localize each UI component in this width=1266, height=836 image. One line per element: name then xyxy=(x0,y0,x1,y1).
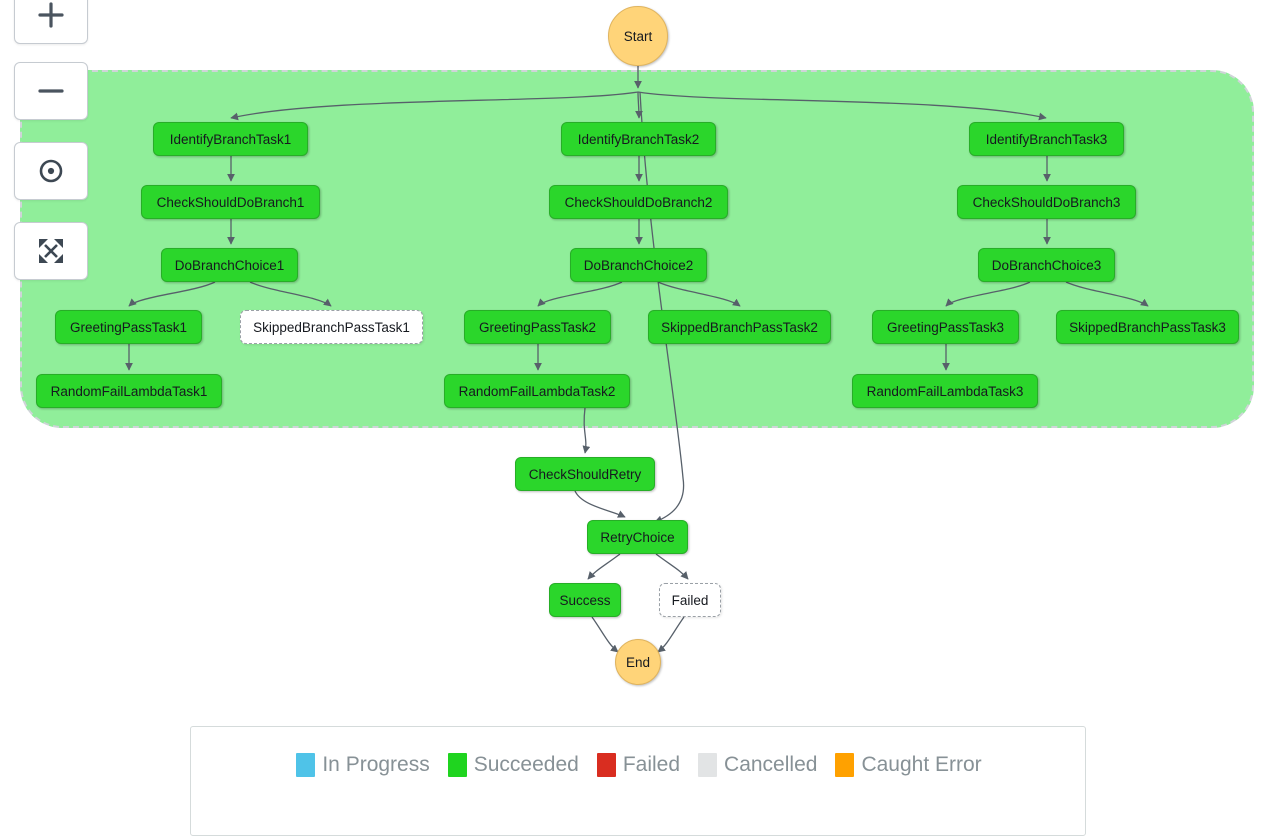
graph-node-rflt1[interactable]: RandomFailLambdaTask1 xyxy=(36,374,222,408)
graph-node-rflt2[interactable]: RandomFailLambdaTask2 xyxy=(444,374,630,408)
legend-item: In Progress xyxy=(296,753,430,777)
legend-item: Cancelled xyxy=(698,753,817,777)
legend-label: Succeeded xyxy=(473,753,579,776)
graph-node-csdb3[interactable]: CheckShouldDoBranch3 xyxy=(957,185,1136,219)
graph-node-ibt2[interactable]: IdentifyBranchTask2 xyxy=(561,122,716,156)
fit-to-screen-button[interactable] xyxy=(14,222,88,280)
legend-item: Succeeded xyxy=(447,753,579,777)
graph-node-ibt1[interactable]: IdentifyBranchTask1 xyxy=(153,122,308,156)
legend-item: Caught Error xyxy=(835,753,982,777)
graph-node-gpt1[interactable]: GreetingPassTask1 xyxy=(55,310,202,344)
graph-node-rc[interactable]: RetryChoice xyxy=(587,520,688,554)
legend-swatch xyxy=(596,753,616,777)
graph-node-start[interactable]: Start xyxy=(608,6,668,66)
legend-swatch xyxy=(296,753,316,777)
legend-swatch xyxy=(447,753,467,777)
graph-node-sbpt2[interactable]: SkippedBranchPassTask2 xyxy=(648,310,831,344)
minus-icon xyxy=(38,89,64,93)
legend-items: In Progress Succeeded Failed Cancelled Caugh… xyxy=(191,753,1087,777)
graph-node-dbc1[interactable]: DoBranchChoice1 xyxy=(161,248,298,282)
status-legend-panel: In Progress Succeeded Failed Cancelled Caugh… xyxy=(190,726,1086,836)
legend-label: Failed xyxy=(622,753,681,776)
graph-node-ibt3[interactable]: IdentifyBranchTask3 xyxy=(969,122,1124,156)
graph-node-sbpt1[interactable]: SkippedBranchPassTask1 xyxy=(240,310,423,344)
expand-arrows-icon xyxy=(39,239,63,263)
legend-swatch xyxy=(698,753,718,777)
zoom-out-button[interactable] xyxy=(14,62,88,120)
target-icon xyxy=(39,159,63,183)
graph-node-csdb2[interactable]: CheckShouldDoBranch2 xyxy=(549,185,728,219)
graph-node-end[interactable]: End xyxy=(615,639,661,685)
legend-label: Caught Error xyxy=(861,753,982,776)
graph-node-csdb1[interactable]: CheckShouldDoBranch1 xyxy=(141,185,320,219)
legend-swatch xyxy=(835,753,855,777)
graph-node-dbc3[interactable]: DoBranchChoice3 xyxy=(978,248,1115,282)
zoom-in-button[interactable] xyxy=(14,0,88,44)
legend-label: In Progress xyxy=(322,753,430,776)
legend-label: Cancelled xyxy=(724,753,818,776)
graph-node-rflt3[interactable]: RandomFailLambdaTask3 xyxy=(852,374,1038,408)
graph-node-csr[interactable]: CheckShouldRetry xyxy=(515,457,655,491)
graph-node-success[interactable]: Success xyxy=(549,583,621,617)
legend-item: Failed xyxy=(596,753,681,777)
graph-node-sbpt3[interactable]: SkippedBranchPassTask3 xyxy=(1056,310,1239,344)
center-graph-button[interactable] xyxy=(14,142,88,200)
plus-icon xyxy=(38,2,64,28)
graph-node-dbc2[interactable]: DoBranchChoice2 xyxy=(570,248,707,282)
graph-node-gpt2[interactable]: GreetingPassTask2 xyxy=(464,310,611,344)
graph-node-failed[interactable]: Failed xyxy=(659,583,721,617)
graph-node-gpt3[interactable]: GreetingPassTask3 xyxy=(872,310,1019,344)
